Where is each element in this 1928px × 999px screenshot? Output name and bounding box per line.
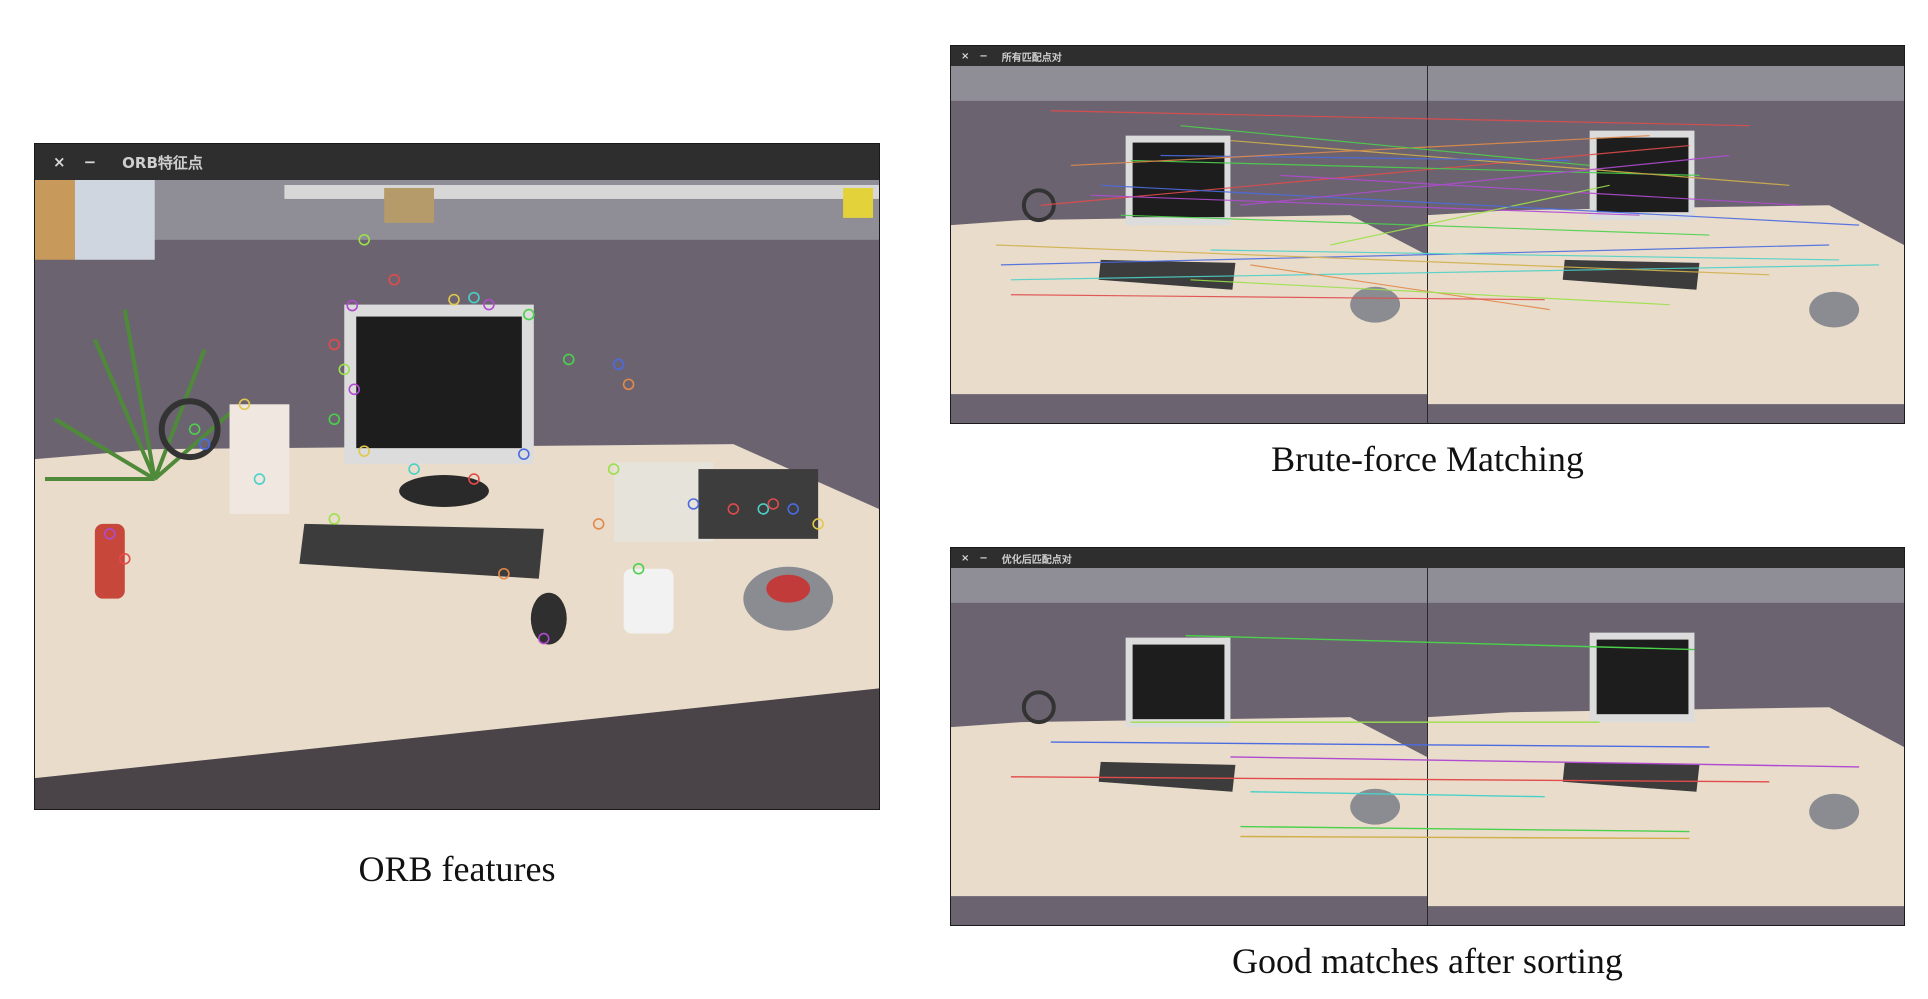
good-matches-image [951,568,1904,925]
orb-image-view [35,180,879,809]
orb-scene-image [35,180,879,809]
left-frame [951,568,1428,925]
right-frame [1427,66,1904,423]
orb-window-titlebar[interactable]: × − ORB特征点 [35,144,879,180]
all-matches-image-view [951,66,1904,423]
window-title: 所有匹配点对 [1001,52,1062,64]
minimize-icon[interactable]: − [979,50,988,62]
good-matches-caption: Good matches after sorting [1232,941,1623,981]
window-title: ORB特征点 [122,153,203,172]
plant-icon [44,309,236,482]
minimize-icon[interactable]: − [979,552,988,564]
all-matches-image [951,66,1904,423]
all-matches-caption: Brute-force Matching [1271,439,1584,479]
all-matches-window: × − 所有匹配点对 [950,45,1905,424]
good-matches-titlebar[interactable]: × − 优化后匹配点对 [951,548,1904,568]
close-icon[interactable]: × [53,153,66,171]
good-matches-window: × − 优化后匹配点对 [950,547,1905,926]
minimize-icon[interactable]: − [83,153,97,171]
orb-keypoints [104,234,824,645]
window-title: 优化后匹配点对 [1001,554,1072,566]
orb-features-window: × − ORB特征点 [34,143,880,810]
match-lines [995,110,1880,311]
orb-caption: ORB features [358,849,556,889]
good-matches-image-view [951,568,1904,925]
good-match-lines [1010,634,1860,840]
all-matches-titlebar[interactable]: × − 所有匹配点对 [951,46,1904,66]
mouse [530,592,567,645]
keyboard [299,523,544,579]
left-frame [951,66,1428,423]
close-icon[interactable]: × [961,50,970,62]
close-icon[interactable]: × [961,552,970,564]
monitor-screen [356,316,522,449]
